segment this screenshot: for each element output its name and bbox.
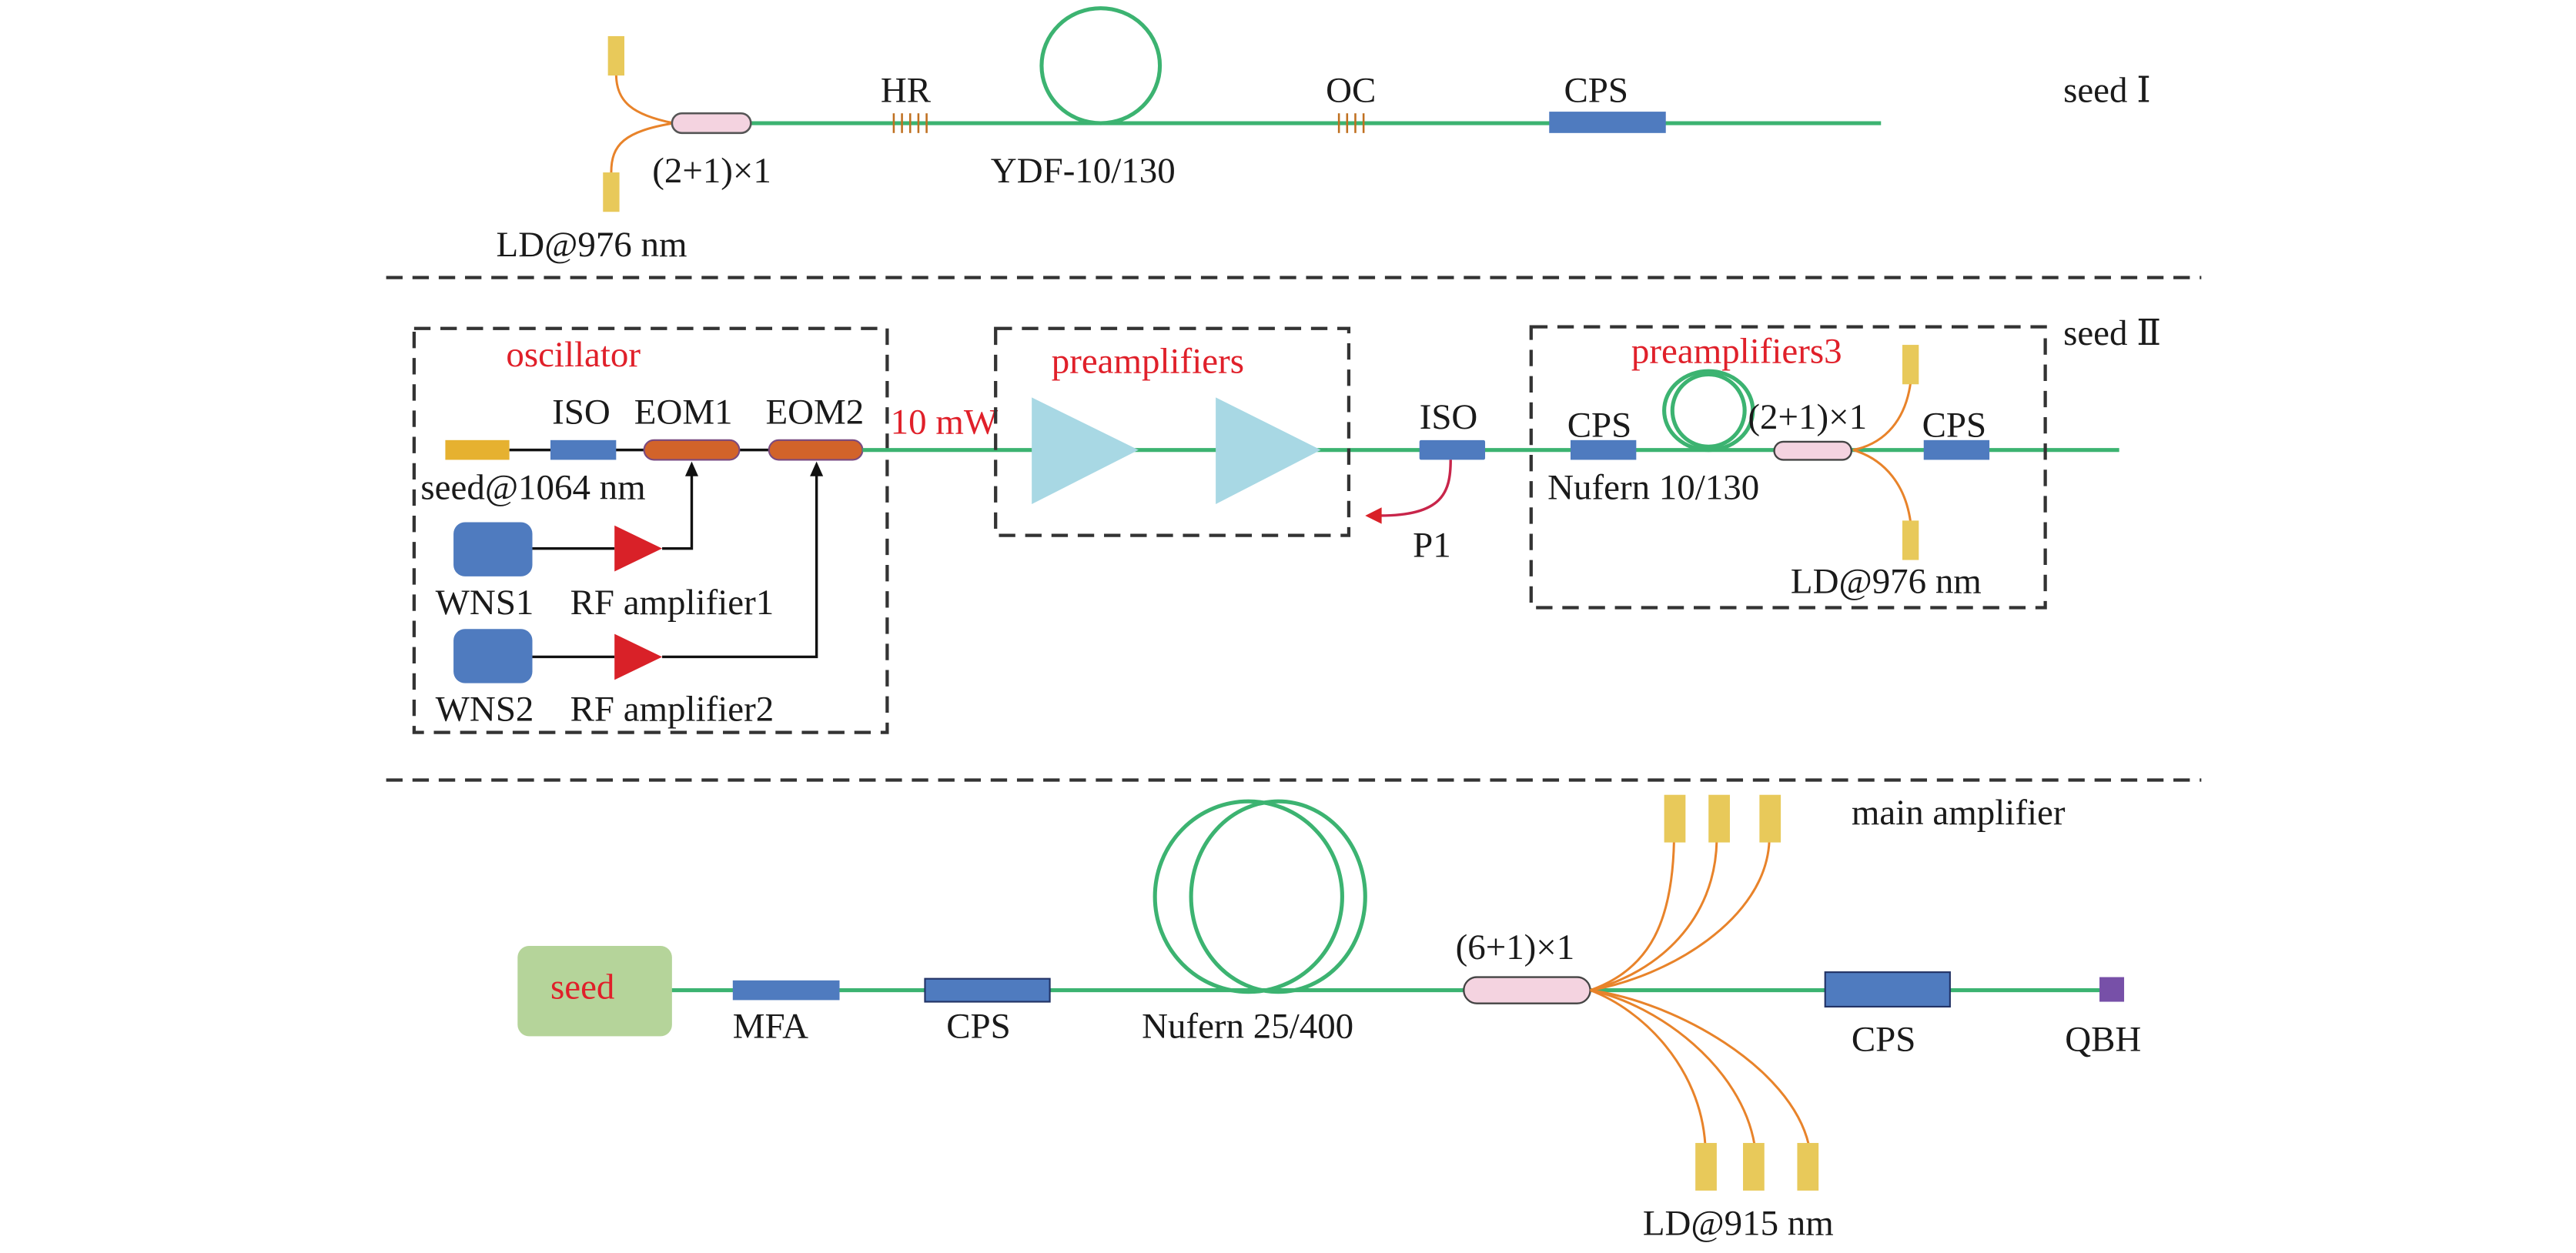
main-amplifier-title: main amplifier xyxy=(1852,793,2066,833)
pre3-ld-label: LD@976 nm xyxy=(1791,561,1982,601)
main-combiner xyxy=(1463,976,1591,1004)
eom2 xyxy=(768,439,864,461)
eom1-arrow-icon xyxy=(684,461,699,476)
main-ld-top-2 xyxy=(1708,794,1730,843)
hr-label: HR xyxy=(881,70,932,110)
p1-arrow-icon xyxy=(1365,507,1382,524)
eom1-label: EOM1 xyxy=(634,392,733,432)
wns1 xyxy=(453,522,533,576)
main-ld-top-3 xyxy=(1759,794,1781,843)
seed1-combiner-label: (2+1)×1 xyxy=(652,151,771,191)
pre3-pump-fiber-top xyxy=(1852,382,1912,452)
p1-label: P1 xyxy=(1413,525,1451,565)
eom2-label: EOM2 xyxy=(765,392,864,432)
seed1-pump-fiber-bottom xyxy=(610,122,674,173)
oscillator-iso-label: ISO xyxy=(552,392,611,432)
preamp-2-icon xyxy=(1216,397,1321,505)
seed-1064-source xyxy=(445,439,510,460)
seed2-section: oscillator ISO EOM1 EOM2 seed@1064 nm WN… xyxy=(412,313,2161,734)
seed2-iso xyxy=(1419,439,1486,460)
wns1-label: WNS1 xyxy=(436,583,534,623)
eom2-arrow-icon xyxy=(810,461,824,476)
wns2 xyxy=(453,629,533,683)
seed1-ld-bottom xyxy=(603,172,620,212)
rf-amplifier2-icon xyxy=(614,633,663,680)
main-ld-bottom-2 xyxy=(1743,1143,1765,1191)
preamplifiers-box xyxy=(994,326,1351,537)
pre3-ld-top xyxy=(1902,345,1919,385)
preamplifiers-title: preamplifiers xyxy=(1052,341,1244,381)
rf2-to-eom2-wire xyxy=(662,473,818,659)
pre3-combiner-label: (2+1)×1 xyxy=(1748,397,1867,437)
seed2-title: seed Ⅱ xyxy=(2063,313,2161,353)
main-seed-label: seed xyxy=(550,967,614,1007)
nufern-10-130-coil-inner xyxy=(1670,372,1747,449)
main-cps-right-label: CPS xyxy=(1852,1020,1916,1060)
preamplifiers3-title: preamplifiers3 xyxy=(1631,332,1842,372)
p1-tap-fiber xyxy=(1380,459,1452,517)
hr-grating-icon xyxy=(892,113,928,133)
pre3-cps-right-label: CPS xyxy=(1922,406,1987,446)
mfa-label: MFA xyxy=(733,1006,808,1046)
oscillator-box xyxy=(412,326,889,734)
main-cps-right xyxy=(1824,971,1951,1008)
qbh-label: QBH xyxy=(2065,1020,2141,1060)
main-pump-fibers xyxy=(1590,840,1810,1145)
seed2-iso-label: ISO xyxy=(1420,397,1478,437)
oscillator-title: oscillator xyxy=(506,335,641,375)
seed-1064-label: seed@1064 nm xyxy=(420,468,645,508)
wns2-label: WNS2 xyxy=(436,690,534,730)
oscillator-iso xyxy=(550,439,617,460)
main-cps-left-label: CPS xyxy=(946,1006,1011,1046)
rf-amplifier1-icon xyxy=(614,525,663,572)
seed1-ld-label: LD@976 nm xyxy=(497,225,687,265)
main-cps-left xyxy=(924,977,1051,1003)
seed1-cps xyxy=(1549,112,1666,133)
qbh-connector xyxy=(2099,977,2125,1002)
pre3-ld-bottom xyxy=(1902,520,1919,560)
pre3-cps-left-label: CPS xyxy=(1567,406,1632,446)
ydf-coil-icon xyxy=(1039,6,1163,125)
main-ld-top-1 xyxy=(1664,794,1686,843)
pre3-cps-left xyxy=(1570,439,1637,460)
preamplifiers3-box xyxy=(1529,325,2047,610)
preamp-1-icon xyxy=(1032,397,1139,505)
seed1-combiner xyxy=(671,112,752,135)
nufern-10-130-label: Nufern 10/130 xyxy=(1547,468,1759,508)
nufern-10-130-coil-outer xyxy=(1662,369,1755,453)
pre3-cps-right xyxy=(1923,439,1990,460)
oc-grating-icon xyxy=(1337,113,1365,133)
seed1-ld-top xyxy=(607,35,624,76)
main-ld-label: LD@915 nm xyxy=(1643,1204,1834,1244)
eom1 xyxy=(643,439,741,461)
pre3-pump-fiber-bottom xyxy=(1852,449,1912,523)
main-combiner-label: (6+1)×1 xyxy=(1456,927,1575,967)
main-ld-bottom-3 xyxy=(1797,1143,1819,1191)
seed1-cps-label: CPS xyxy=(1564,70,1628,110)
seed1-section: HR (2+1)×1 YDF-10/130 OC CPS LD@976 nm s… xyxy=(497,6,2151,265)
mfa xyxy=(732,980,840,1001)
rf1-to-eom1-wire xyxy=(662,473,694,550)
seed1-pump-fiber-top xyxy=(614,74,674,125)
main-seed-block xyxy=(517,946,672,1037)
main-amplifier-section: seed MFA CPS Nufern 25/400 (6+1)×1 CPS Q… xyxy=(517,793,2141,1244)
rf1-label: RF amplifier1 xyxy=(570,583,774,623)
rf2-label: RF amplifier2 xyxy=(570,690,774,730)
pre3-combiner xyxy=(1773,440,1853,461)
seed1-title: seed Ⅰ xyxy=(2063,70,2151,110)
nufern-25-400-coil-inner xyxy=(1189,799,1367,994)
nufern-25-400-label: Nufern 25/400 xyxy=(1142,1006,1353,1046)
nufern-25-400-coil-outer xyxy=(1153,799,1344,994)
oc-label: OC xyxy=(1326,70,1376,110)
ydf-label: YDF-10/130 xyxy=(991,151,1176,191)
power-label: 10 mW xyxy=(891,402,999,442)
main-ld-bottom-1 xyxy=(1695,1143,1717,1191)
